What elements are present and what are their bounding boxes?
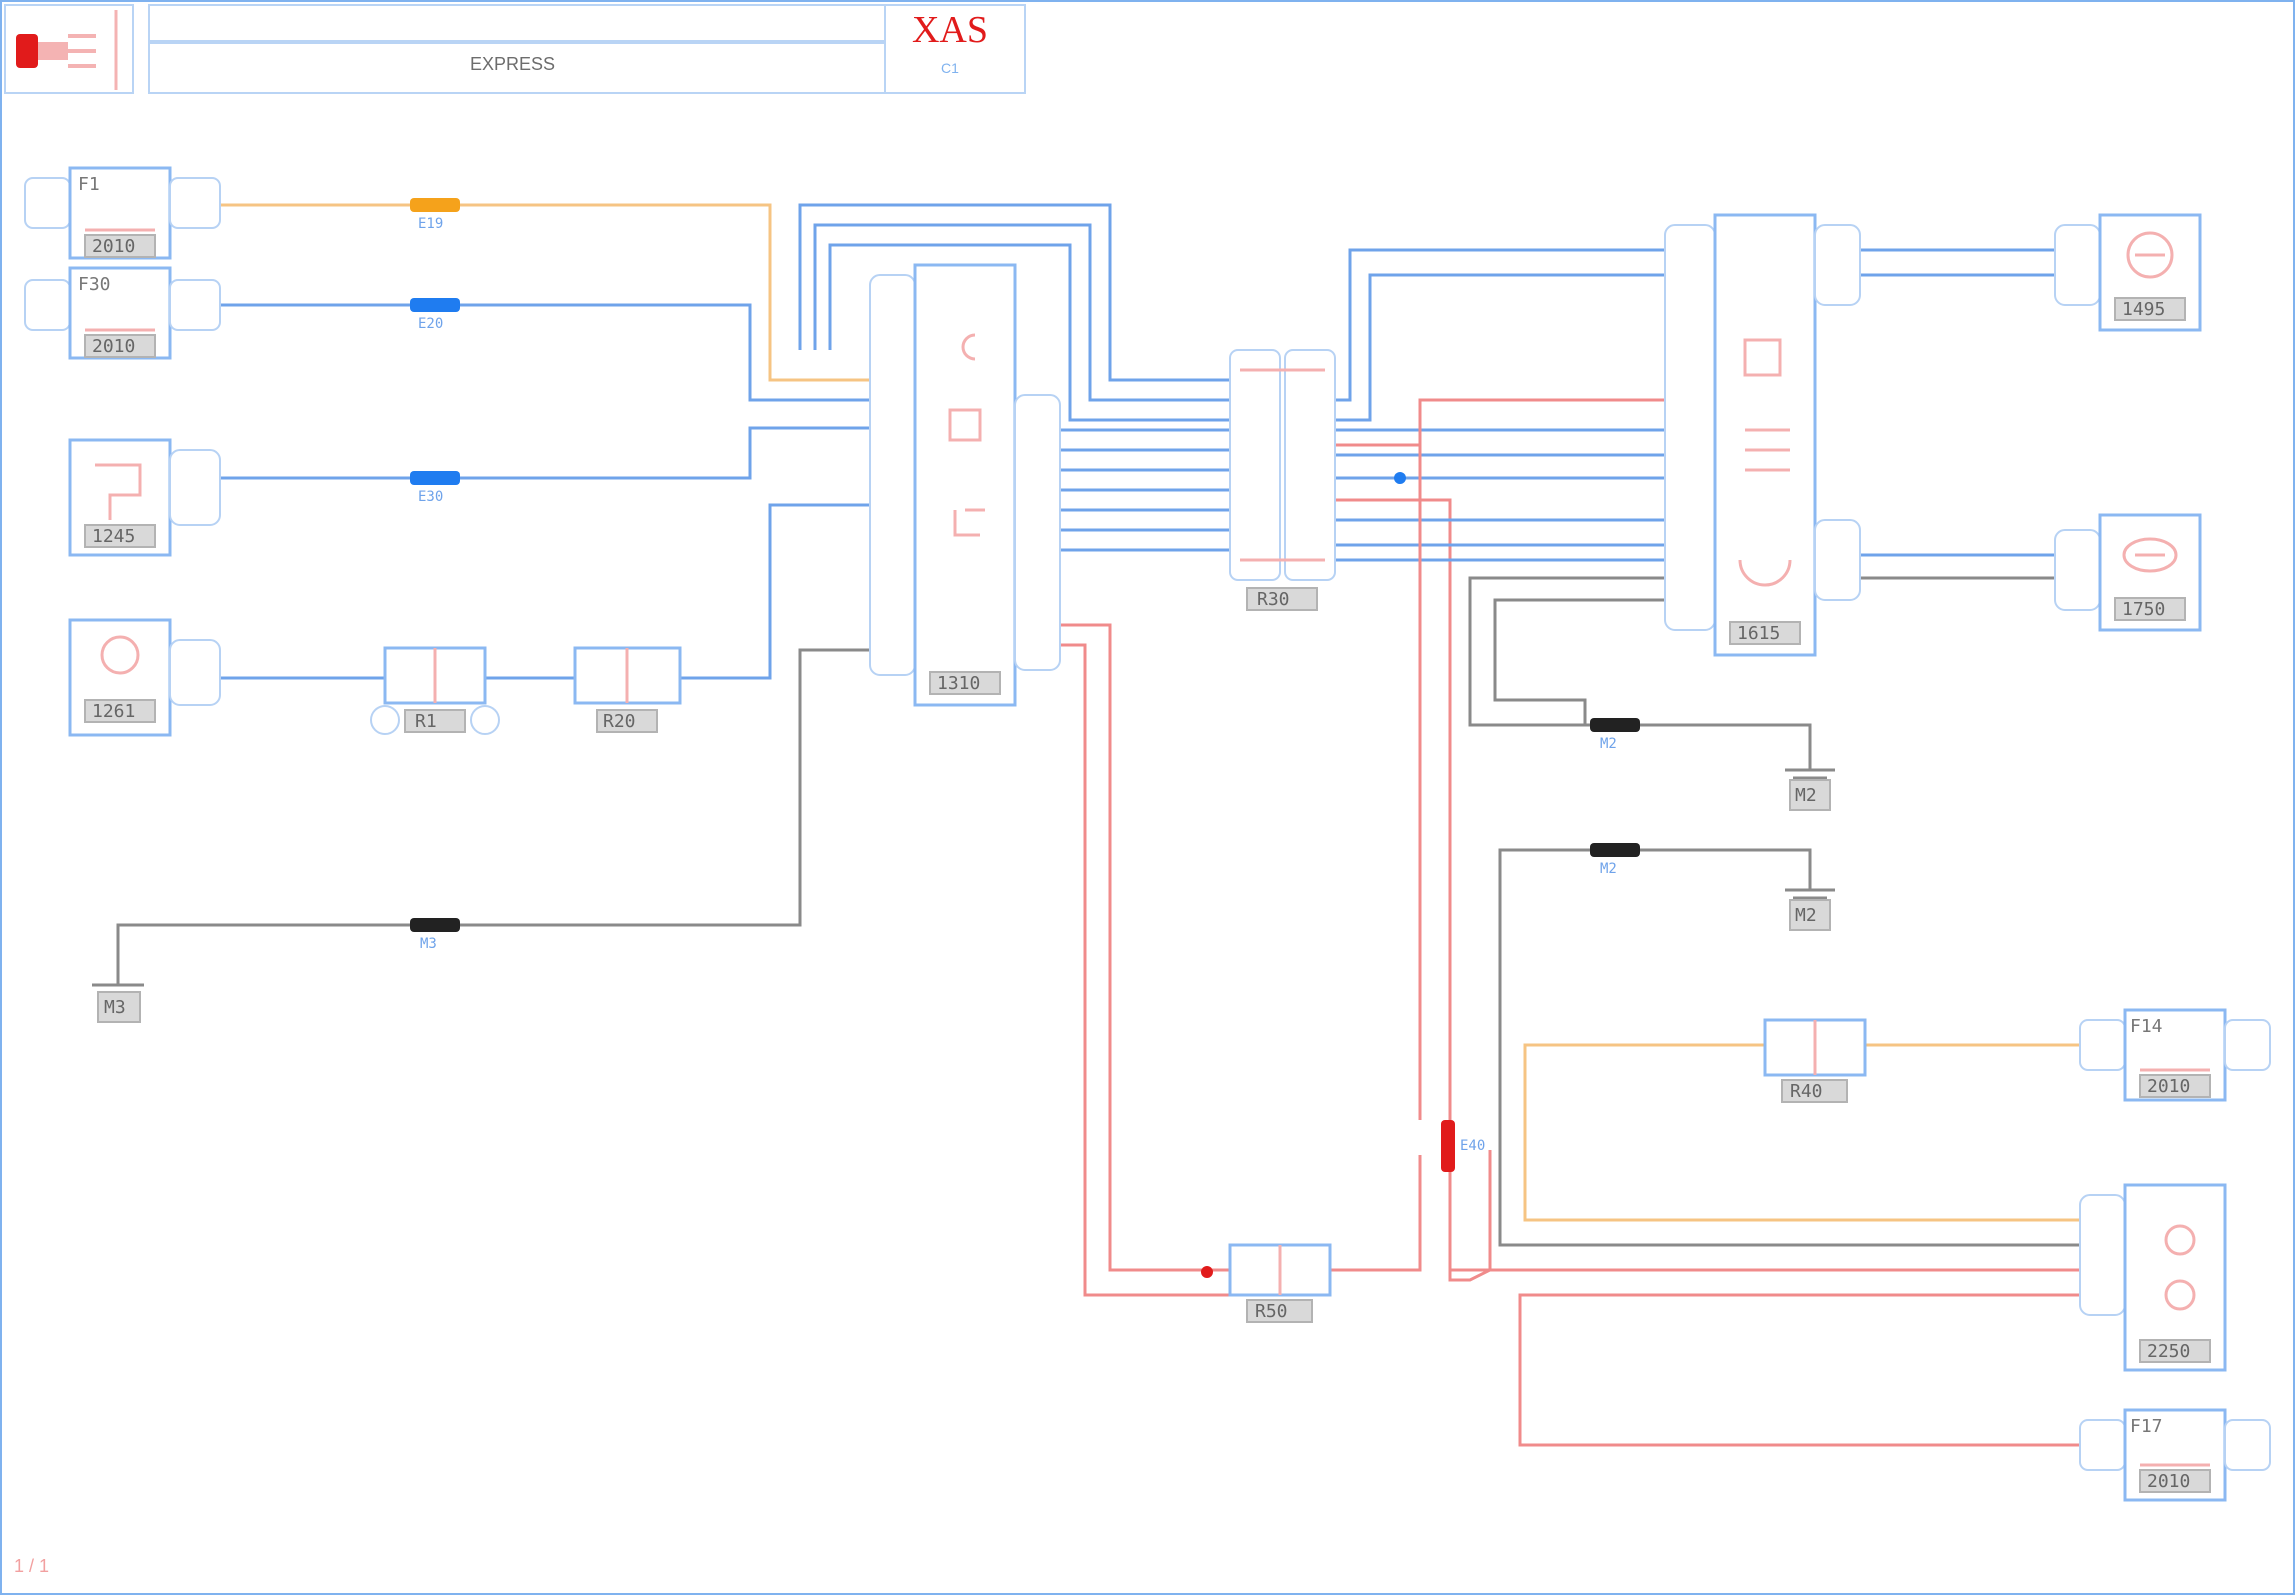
title-logo-cell (4, 4, 134, 94)
wire-black-ground-right-2 (1498, 848, 2080, 1247)
diagram-code: XAS (911, 9, 989, 51)
diagram-sheet: C1 (941, 60, 959, 76)
fuse-f30-ref: F30 (78, 274, 111, 295)
wire-blue-loop-2 (813, 223, 1230, 402)
splice-blue-1[interactable]: E20 (410, 298, 460, 332)
splice-black-right-1-tag: M2 (1600, 736, 1617, 752)
control-unit-icon (948, 333, 985, 537)
connector-a-tag: R1 (415, 711, 437, 732)
wire-orange-f1 (220, 203, 870, 382)
component-control-unit[interactable]: 1310 (869, 263, 1061, 707)
control-unit-tag: 1310 (937, 673, 980, 694)
wire-blue-ignition (220, 426, 870, 480)
fuse-f14-ref: F14 (2130, 1016, 2163, 1037)
title-code-cell (884, 4, 1026, 94)
component-ground-left: M3 (92, 983, 144, 1023)
splice-black-right-2[interactable]: M2 (1590, 843, 1640, 877)
wire-black-loop (1493, 598, 1690, 725)
component-fuse-f14[interactable]: F14 2010 (2079, 1008, 2271, 1102)
splice-blue-2[interactable]: E30 (410, 471, 460, 505)
splice-blue-2-tag: E30 (418, 489, 443, 505)
component-display-unit[interactable]: 1615 (1664, 213, 1861, 657)
component-ground-right-2: M2 (1785, 888, 1835, 931)
switch-unit-tag: 2250 (2147, 1341, 2190, 1362)
ground-right-1-tag: M2 (1795, 785, 1817, 806)
wire-red-cu-2 (1035, 643, 1230, 1297)
component-fuse-f17[interactable]: F17 2010 (2079, 1408, 2271, 1502)
component-fuse-f30[interactable]: F30 2010 (24, 266, 221, 360)
fuse-f17-tag: 2010 (2147, 1471, 2190, 1492)
lamp-icon (2122, 537, 2178, 573)
lamp-top-tag: 1495 (2122, 299, 2165, 320)
component-fuse-f1[interactable]: F1 2010 (24, 166, 221, 260)
wire-red-switch-4 (1518, 1293, 2080, 1447)
connector-d-tag: R40 (1790, 1081, 1823, 1102)
splice-black-right-2-tag: M2 (1600, 861, 1617, 877)
splice-blue-1-tag: E20 (418, 316, 443, 332)
connector-c-tag: R50 (1255, 1301, 1288, 1322)
component-connector-b[interactable]: R20 (573, 646, 682, 733)
fuse-f17-ref: F17 (2130, 1416, 2163, 1437)
wire-blue-loop-3 (828, 243, 1230, 422)
fuse-f30-tag: 2010 (92, 336, 135, 357)
component-connector-d[interactable]: R40 (1763, 1018, 1867, 1103)
title-block (4, 4, 1026, 94)
component-switch-unit[interactable]: 2250 (2079, 1183, 2227, 1372)
display-icon (1738, 338, 1792, 587)
display-unit-tag: 1615 (1737, 623, 1780, 644)
lamp-icon (2126, 231, 2174, 279)
splice-black-left-tag: M3 (420, 936, 437, 952)
ignition-tag: 1245 (92, 526, 135, 547)
component-connector-a[interactable]: R1 (370, 646, 500, 735)
switch-icon (2164, 1224, 2196, 1311)
wire-bus-r30-to-display (1335, 248, 1690, 1282)
lamp-mid-tag: 1750 (2122, 599, 2165, 620)
component-lamp-top[interactable]: 1495 (2054, 213, 2202, 332)
wire-red-cu-1 (1035, 623, 1230, 1272)
splice-black-left[interactable]: M3 (410, 918, 460, 952)
component-clock-sensor[interactable]: 1261 (68, 618, 221, 737)
component-connector-c[interactable]: R50 (1228, 1243, 1332, 1323)
wire-orange-r40-switch (1523, 1043, 2080, 1222)
wire-bus-cu-to-r30 (1060, 428, 1235, 552)
fuse-f14-tag: 2010 (2147, 1076, 2190, 1097)
fuse-f1-ref: F1 (78, 174, 100, 195)
splice-red-tag: E40 (1460, 1138, 1485, 1154)
splice-orange[interactable]: E19 (410, 198, 460, 232)
component-multi-connector[interactable]: R30 (1229, 349, 1336, 611)
connector-logo-icon (16, 10, 118, 90)
splice-orange-tag: E19 (418, 216, 443, 232)
multi-connector-tag: R30 (1257, 589, 1290, 610)
splice-black-right-1[interactable]: M2 (1590, 718, 1640, 752)
wire-red-r50-splice (1330, 1155, 1422, 1272)
wire-blue-f30 (220, 303, 870, 402)
sensor-icon (100, 635, 140, 675)
wire-blue-loop-1 (798, 203, 1230, 382)
junction-dot-red (1201, 1266, 1213, 1278)
splice-red[interactable]: E40 (1441, 1120, 1485, 1172)
component-lamp-mid[interactable]: 1750 (2054, 513, 2202, 632)
ignition-switch-icon (95, 463, 142, 520)
fuse-f1-tag: 2010 (92, 236, 135, 257)
junction-dot-blue (1394, 472, 1406, 484)
wire-black-ground-left (116, 648, 870, 985)
page-indicator: 1 / 1 (14, 1556, 50, 1576)
diagram-title: EXPRESS (469, 53, 556, 74)
wires (116, 203, 2080, 1447)
component-ignition[interactable]: 1245 (68, 438, 221, 557)
clock-sensor-tag: 1261 (92, 701, 135, 722)
component-ground-right-1: M2 (1785, 768, 1835, 811)
ground-right-2-tag: M2 (1795, 905, 1817, 926)
wire-black-ground-right-1 (1468, 576, 1812, 770)
wire-blue-sensor (220, 503, 870, 680)
connector-b-tag: R20 (603, 711, 636, 732)
ground-left-tag: M3 (104, 997, 126, 1018)
